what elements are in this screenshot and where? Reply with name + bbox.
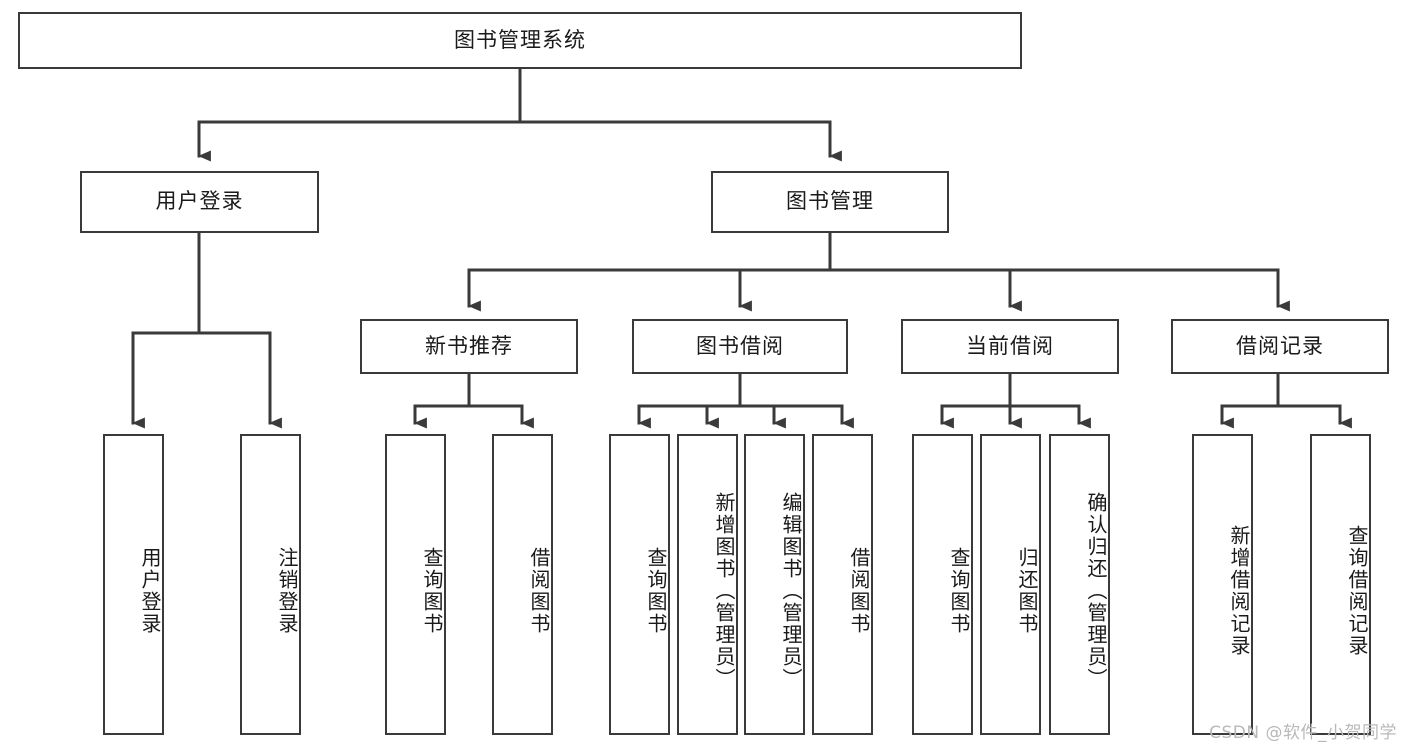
leaf-borrow-record-query[interactable]: 查询借阅记录 [1310,434,1371,735]
node-label: 查询图书 [644,546,668,635]
node-book-borrow[interactable]: 图书借阅 [632,319,848,374]
leaf-book-borrow-borrow[interactable]: 借阅图书 [812,434,873,735]
leaf-borrow-record-add[interactable]: 新增借阅记录 [1192,434,1253,735]
node-label: 查询图书 [420,546,444,635]
leaf-book-borrow-edit[interactable]: 编辑图书（管理员） [744,434,805,735]
node-label: 新增图书（管理员） [712,491,736,690]
node-new-book-recommend[interactable]: 新书推荐 [360,319,578,374]
leaf-book-borrow-query[interactable]: 查询图书 [609,434,670,735]
leaf-current-borrow-return[interactable]: 归还图书 [980,434,1041,735]
node-label: 编辑图书（管理员） [779,491,803,690]
node-label: 归还图书 [1015,546,1039,635]
node-label: 借阅记录 [1236,333,1324,358]
node-label: 图书借阅 [696,333,784,358]
node-label: 查询图书 [947,546,971,635]
node-label: 图书管理 [786,189,874,214]
node-root-book-management-system[interactable]: 图书管理系统 [18,12,1022,69]
leaf-new-book-borrow[interactable]: 借阅图书 [492,434,553,735]
leaf-user-login-logout[interactable]: 注销登录 [240,434,301,735]
node-book-management[interactable]: 图书管理 [711,171,949,233]
node-label: 新增借阅记录 [1227,524,1251,657]
node-label: 确认归还（管理员） [1084,491,1108,690]
watermark-text: CSDN @软件_小贺同学 [1209,723,1397,743]
leaf-user-login-login[interactable]: 用户登录 [103,434,164,735]
node-borrow-record[interactable]: 借阅记录 [1171,319,1389,374]
node-current-borrow[interactable]: 当前借阅 [901,319,1119,374]
leaf-current-borrow-confirm-return[interactable]: 确认归还（管理员） [1049,434,1110,735]
node-label: 图书管理系统 [454,27,586,52]
leaf-new-book-query[interactable]: 查询图书 [385,434,446,735]
node-label: 注销登录 [275,546,299,635]
node-label: 用户登录 [155,189,244,214]
node-label: 查询借阅记录 [1345,524,1369,657]
node-label: 借阅图书 [847,546,871,635]
node-user-login[interactable]: 用户登录 [80,171,319,233]
node-label: 借阅图书 [527,546,551,635]
node-label: 当前借阅 [966,333,1054,358]
node-label: 用户登录 [138,546,162,635]
leaf-book-borrow-add[interactable]: 新增图书（管理员） [677,434,738,735]
node-label: 新书推荐 [425,333,513,358]
leaf-current-borrow-query[interactable]: 查询图书 [912,434,973,735]
